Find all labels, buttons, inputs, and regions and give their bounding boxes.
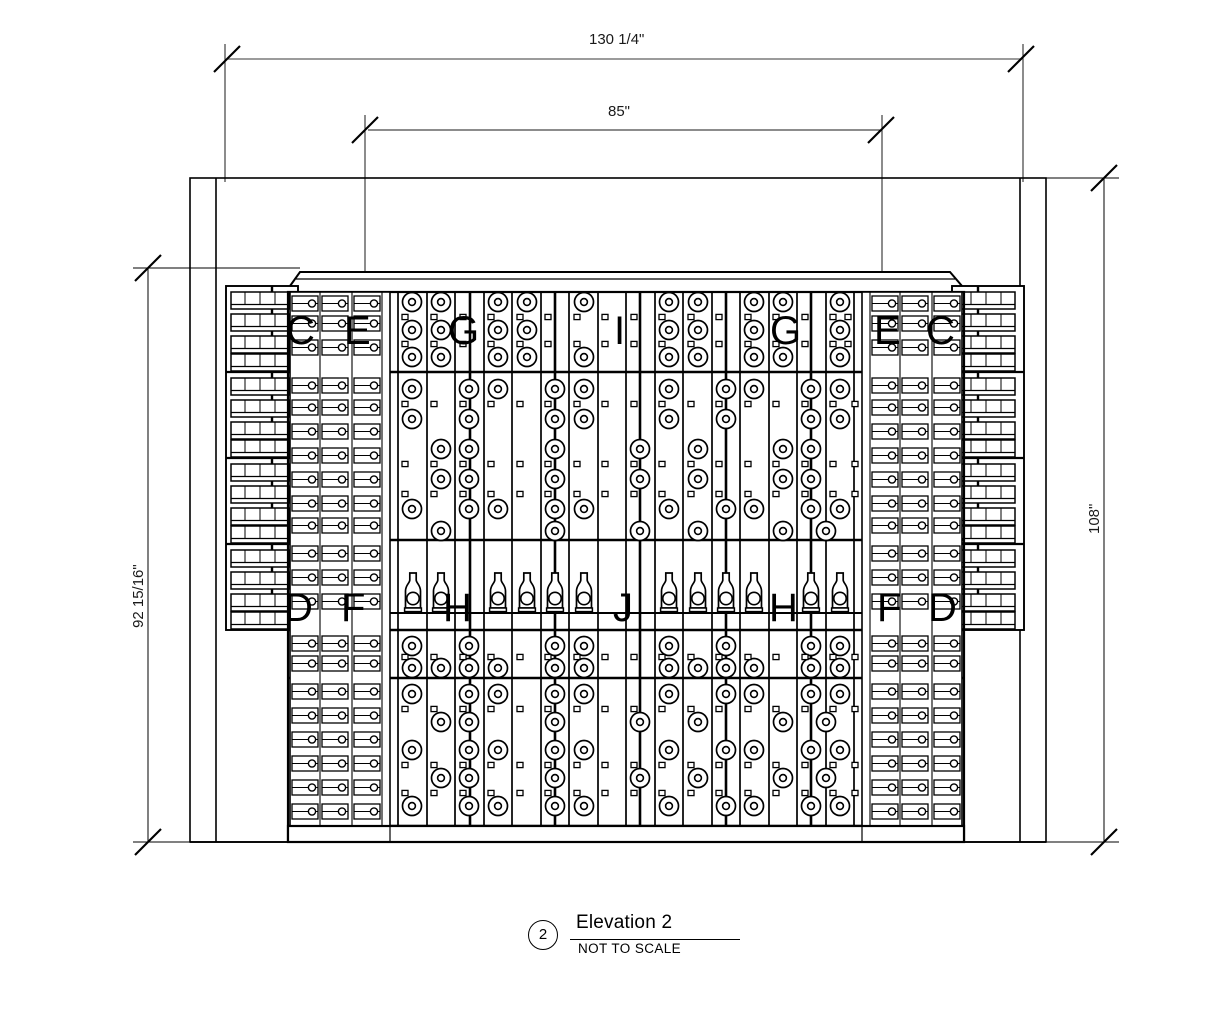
title-rule <box>570 939 740 940</box>
zone-label-c-right: C <box>926 309 955 353</box>
dim-tick-overall <box>213 45 1035 73</box>
zone-label-g-left: G <box>448 309 480 353</box>
zone-label-c-left: C <box>286 309 315 353</box>
zone-label-e-right: E <box>874 309 901 353</box>
dimension-label-rack-height: 92 15/16" <box>130 564 147 628</box>
zone-label-e-left: E <box>344 309 371 353</box>
dimension-label-wall-height: 108" <box>1086 503 1103 534</box>
dimension-label-overall-width: 130 1/4" <box>589 31 645 48</box>
extension-lines-overall <box>224 44 1024 182</box>
rack-crown-molding <box>289 271 963 293</box>
left-wing-rack <box>225 285 299 631</box>
zone-label-i-center: I <box>614 309 626 353</box>
zone-label-f-left: F <box>341 586 366 630</box>
detail-title: Elevation 2 <box>576 912 673 933</box>
dimension-label-inner-width: 85" <box>608 103 631 120</box>
detail-number-bubble: 2 <box>528 920 558 950</box>
zone-label-g-right: G <box>770 309 802 353</box>
zone-label-f-right: F <box>877 586 902 630</box>
zone-label-d-right: D <box>928 586 957 630</box>
base-plinth-joints <box>389 826 863 842</box>
extension-lines-inner <box>364 115 883 300</box>
zone-label-h-right: H <box>769 586 798 630</box>
right-flank-panel <box>861 291 963 841</box>
title-block: 2 Elevation 2 NOT TO SCALE <box>528 908 748 960</box>
zone-label-d-left: D <box>284 586 313 630</box>
zone-label-j-center: J <box>613 586 633 630</box>
scale-note: NOT TO SCALE <box>578 941 682 956</box>
left-flank-panel <box>289 291 391 841</box>
zone-label-h-left: H <box>443 586 472 630</box>
central-column-racks <box>390 291 862 840</box>
